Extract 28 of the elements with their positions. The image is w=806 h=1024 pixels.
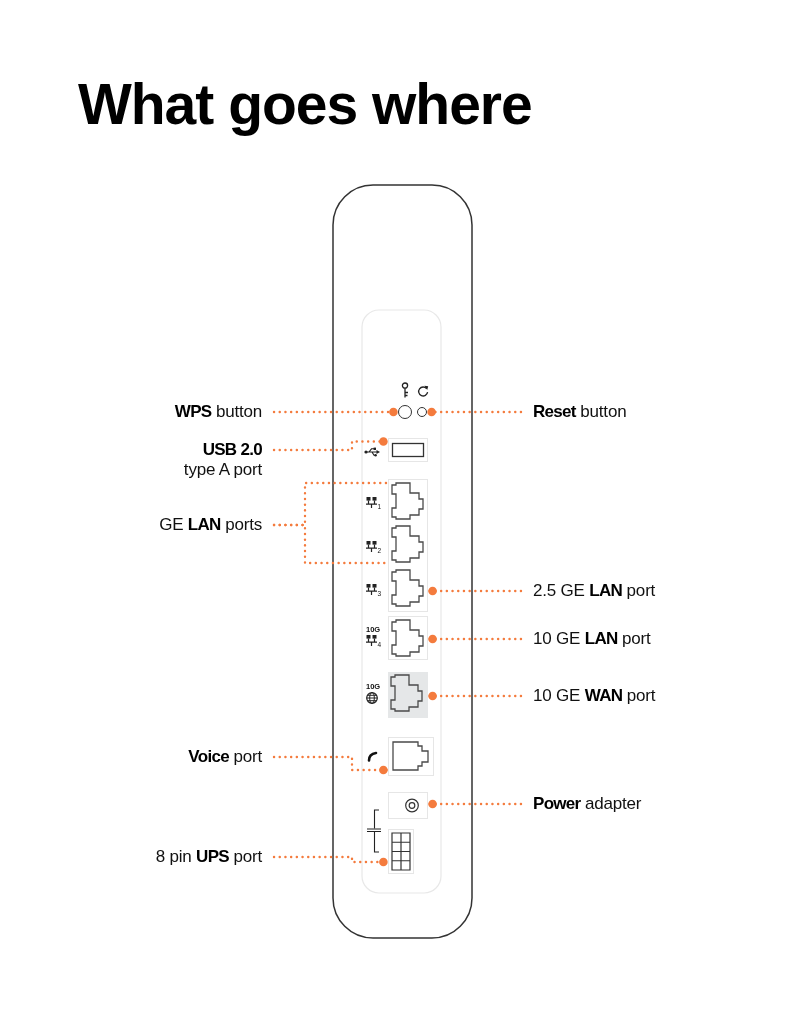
callout-label: Reset button	[533, 402, 627, 422]
title: What goes where	[78, 71, 532, 137]
leader-line	[272, 407, 400, 417]
callout-label: USB 2.0 type A port	[170, 440, 262, 480]
ethernet-port	[388, 479, 428, 523]
callout-label: Power adapter	[533, 794, 642, 814]
callout-label: 2.5 GE LAN port	[533, 581, 656, 601]
leader-line	[272, 437, 390, 452]
callout-label: Voice port	[188, 747, 262, 767]
callout-label: 10 GE WAN port	[533, 686, 656, 706]
leader-line	[272, 855, 390, 867]
callout-label: 8 pin UPS port	[155, 847, 262, 867]
ethernet-port	[388, 567, 428, 612]
callout-label: GE LAN ports	[159, 515, 262, 535]
ethernet-port	[388, 672, 428, 718]
ethernet-port	[388, 616, 428, 660]
callout-label: WPS button	[174, 402, 262, 422]
ethernet-port	[388, 523, 428, 567]
power-jack	[388, 792, 428, 819]
phone-port	[388, 737, 434, 776]
leader-line	[426, 586, 523, 596]
leader-line	[426, 799, 523, 809]
callout-label: 10 GE LAN port	[533, 629, 651, 649]
leader-line	[426, 634, 523, 644]
leader-line	[425, 407, 523, 417]
usb-port	[388, 438, 428, 462]
ups-port	[388, 829, 414, 874]
leader-line	[272, 755, 390, 775]
